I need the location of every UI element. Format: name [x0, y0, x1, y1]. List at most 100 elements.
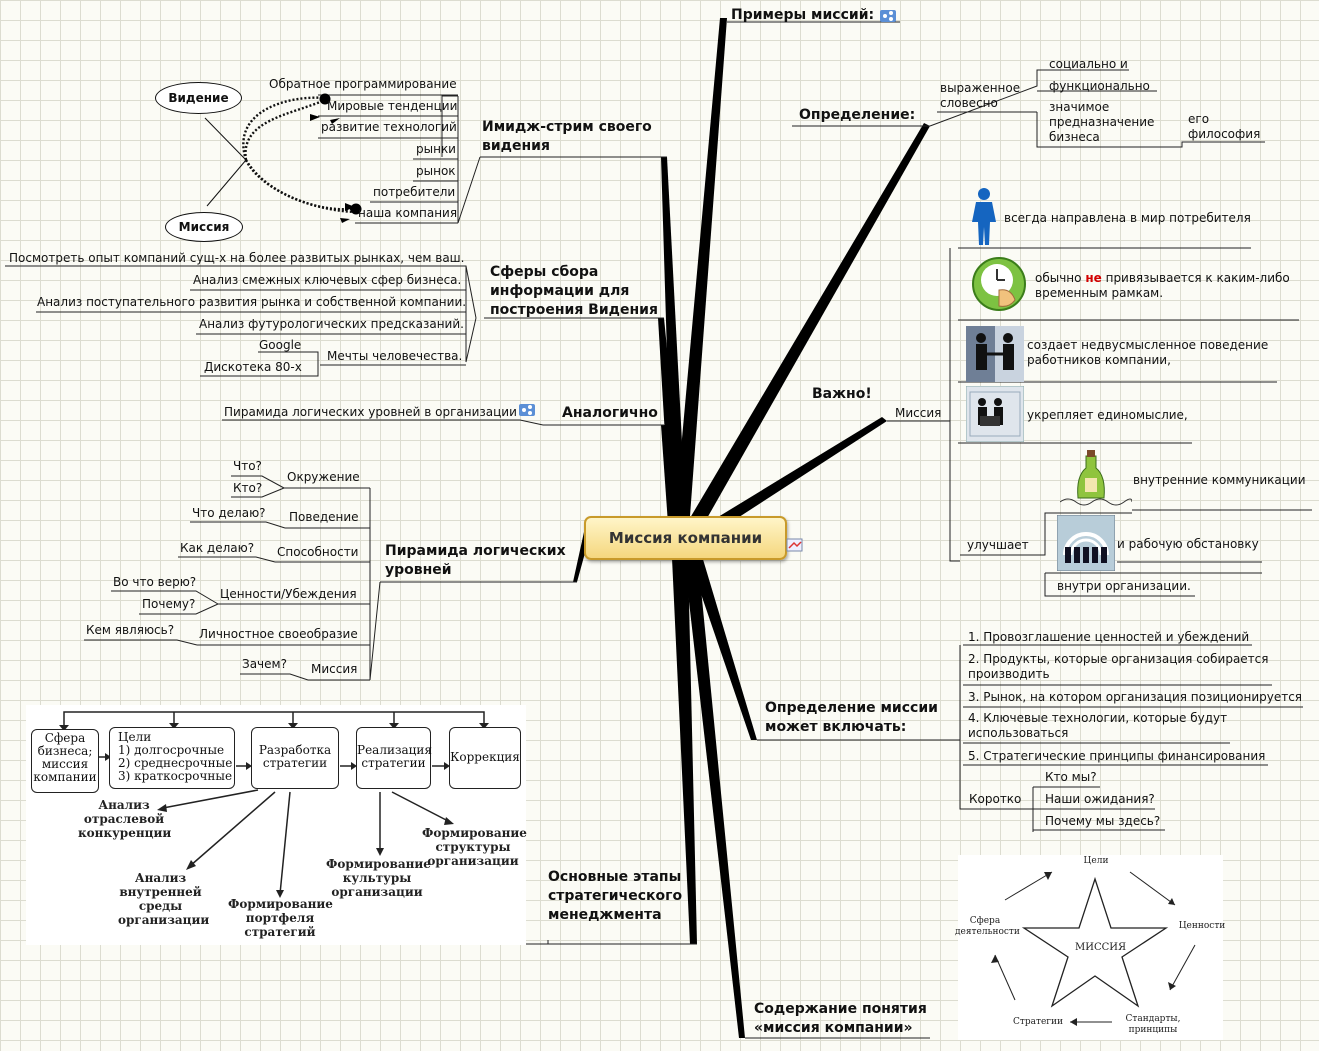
imagestream-item[interactable]: рынки — [416, 142, 456, 156]
include-item[interactable]: 3. Рынок, на котором организация позицио… — [968, 690, 1303, 704]
pyramid-question[interactable]: Как делаю? — [180, 541, 255, 555]
improves-node[interactable]: улучшает — [967, 538, 1029, 552]
stage-label: Коррекция — [450, 750, 520, 764]
star-label: Стандарты, принципы — [1125, 1014, 1181, 1035]
include-item[interactable]: 1. Провозглашение ценностей и убеждений — [968, 630, 1250, 644]
mission-node[interactable]: Миссия — [895, 406, 942, 420]
pyramid-question[interactable]: Почему? — [142, 597, 196, 611]
vision-bubble: Видение — [155, 82, 242, 114]
stage-sub: Анализ отраслевой конкуренции — [78, 798, 172, 840]
pyramid-question[interactable]: Кем являюсь? — [86, 623, 175, 637]
pyramid-question[interactable]: Кто? — [233, 481, 263, 495]
analog-item[interactable]: Пирамида логических уровней в организаци… — [224, 405, 517, 419]
stage-sub: Формирование портфеля стратегий — [228, 897, 333, 939]
handshake-icon — [966, 326, 1024, 382]
hyperlink-icon[interactable] — [518, 403, 536, 417]
stage-box-implement: Реализация стратегии — [356, 727, 432, 789]
important-topic[interactable]: Важно! — [812, 386, 872, 402]
stage-label: Сфера бизнеса; миссия компании — [33, 731, 97, 784]
stage-box-develop: Разработка стратегии — [251, 727, 339, 789]
pyramid-level[interactable]: Поведение — [289, 510, 359, 524]
important-item[interactable]: создает недвусмысленное поведение работн… — [1027, 338, 1269, 367]
spheres-item[interactable]: Посмотреть опыт компаний сущ-х на более … — [9, 251, 465, 265]
star-label: Стратегии — [1012, 1017, 1063, 1027]
important-item[interactable]: укрепляет единомыслие, — [1027, 408, 1188, 422]
include-item[interactable]: 4. Ключевые технологии, которые будут ис… — [968, 711, 1228, 740]
definition-item-3[interactable]: значимое предназначение бизнеса — [1049, 100, 1155, 144]
dreams-node[interactable]: Мечты человечества. — [327, 349, 463, 363]
clock-icon — [972, 257, 1026, 311]
stages-topic[interactable]: Основные этапы стратегического менеджмен… — [548, 869, 683, 923]
stage-box-sphere: Сфера бизнеса; миссия компании — [31, 729, 99, 793]
stage-sub: Формирование культуры организации — [326, 857, 431, 899]
include-item[interactable]: 5. Стратегические принципы финансировани… — [968, 749, 1266, 763]
pyramid-level[interactable]: Миссия — [311, 662, 358, 676]
attachment-icon[interactable] — [786, 538, 804, 552]
spheres-topic[interactable]: Сферы сбора информации для построения Ви… — [490, 264, 658, 318]
stage-label: Разработка стратегии — [258, 743, 332, 770]
pyramid-question[interactable]: Во что верю? — [113, 575, 197, 589]
short-node[interactable]: Коротко — [969, 792, 1022, 806]
important-text: обычно — [1035, 271, 1082, 285]
pyramid-level[interactable]: Ценности/Убеждения — [220, 587, 357, 601]
pyramid-question[interactable]: Что? — [233, 459, 262, 473]
improve-item[interactable]: внутренние коммуникации — [1133, 473, 1306, 487]
star-center-label: МИССИЯ — [1075, 942, 1127, 953]
philosophy-node[interactable]: его философия — [1188, 112, 1261, 141]
dream-item[interactable]: Google — [259, 338, 302, 352]
team-icon — [966, 386, 1024, 442]
important-item[interactable]: всегда направлена в мир потребителя — [1004, 211, 1251, 225]
include-item[interactable]: 2. Продукты, которые организация собирае… — [968, 652, 1269, 681]
important-item-time[interactable]: обычно не привязывается к каким-либо вре… — [1035, 271, 1300, 301]
definition-topic[interactable]: Определение: — [799, 107, 916, 123]
expressed-node[interactable]: выраженное словесно — [940, 81, 1021, 110]
imagestream-topic[interactable]: Имидж-стрим своего видения — [482, 119, 652, 154]
pyramid-question[interactable]: Зачем? — [242, 657, 287, 671]
improve-item[interactable]: внутри организации. — [1057, 579, 1191, 593]
definition-item-2[interactable]: функционально — [1049, 79, 1150, 93]
spheres-item[interactable]: Анализ поступательного развития рынка и … — [37, 295, 467, 309]
dream-item[interactable]: Дискотека 80-х — [204, 360, 302, 374]
stage-label: 2) среднесрочные — [118, 756, 233, 770]
stage-label: Реализация стратегии — [357, 743, 432, 770]
imagestream-item[interactable]: Обратное программирование — [269, 77, 457, 91]
imagestream-item[interactable]: потребители — [373, 185, 456, 199]
content-topic[interactable]: Содержание понятия «миссия компании» — [754, 1001, 927, 1036]
imagestream-item[interactable]: развитие технологий — [321, 120, 457, 134]
analog-topic[interactable]: Аналогично — [562, 405, 658, 421]
star-label: Ценности — [1178, 921, 1226, 931]
examples-topic[interactable]: Примеры миссий: — [731, 7, 875, 23]
short-item[interactable]: Кто мы? — [1045, 770, 1097, 784]
spheres-item[interactable]: Анализ смежных ключевых сфер бизнеса. — [193, 273, 462, 287]
short-item[interactable]: Наши ожидания? — [1045, 792, 1155, 806]
pyramid-level[interactable]: Окружение — [287, 470, 360, 484]
imagestream-item[interactable]: наша компания — [358, 206, 458, 220]
central-topic[interactable]: Миссия компании — [584, 516, 787, 560]
stage-label: Цели — [118, 730, 152, 744]
stage-box-goals: Цели 1) долгосрочные 2) среднесрочные 3)… — [109, 727, 235, 789]
pyramid-question[interactable]: Что делаю? — [192, 506, 266, 520]
stage-label: 3) краткосрочные — [118, 769, 233, 783]
improve-item[interactable]: и рабочую обстановку — [1117, 537, 1259, 551]
star-label: Цели — [1083, 856, 1109, 866]
office-icon — [1057, 515, 1115, 571]
spheres-item[interactable]: Анализ футурологических предсказаний. — [199, 317, 464, 331]
can-include-topic[interactable]: Определение миссии может включать: — [765, 700, 938, 735]
definition-item-1[interactable]: социально и — [1049, 57, 1128, 71]
stage-sub: Анализ внутренней среды организации — [118, 871, 210, 927]
person-icon — [972, 188, 996, 245]
pyramid-level[interactable]: Личностное своеобразие — [199, 627, 358, 641]
pyramid-topic[interactable]: Пирамида логических уровней — [385, 543, 566, 578]
bottle-icon — [1060, 450, 1132, 506]
short-item[interactable]: Почему мы здесь? — [1045, 814, 1161, 828]
important-text: привязывается к каким-либо временным рам… — [1035, 271, 1290, 300]
imagestream-item[interactable]: рынок — [416, 164, 456, 178]
mission-bubble: Миссия — [165, 212, 243, 242]
stage-label: 1) долгосрочные — [118, 743, 225, 757]
stage-sub: Формирование структуры организации — [422, 826, 527, 868]
pyramid-level[interactable]: Способности — [277, 545, 359, 559]
hyperlink-icon[interactable] — [879, 9, 897, 23]
imagestream-item[interactable]: Мировые тенденции — [327, 99, 458, 113]
negation-text: не — [1085, 271, 1102, 285]
